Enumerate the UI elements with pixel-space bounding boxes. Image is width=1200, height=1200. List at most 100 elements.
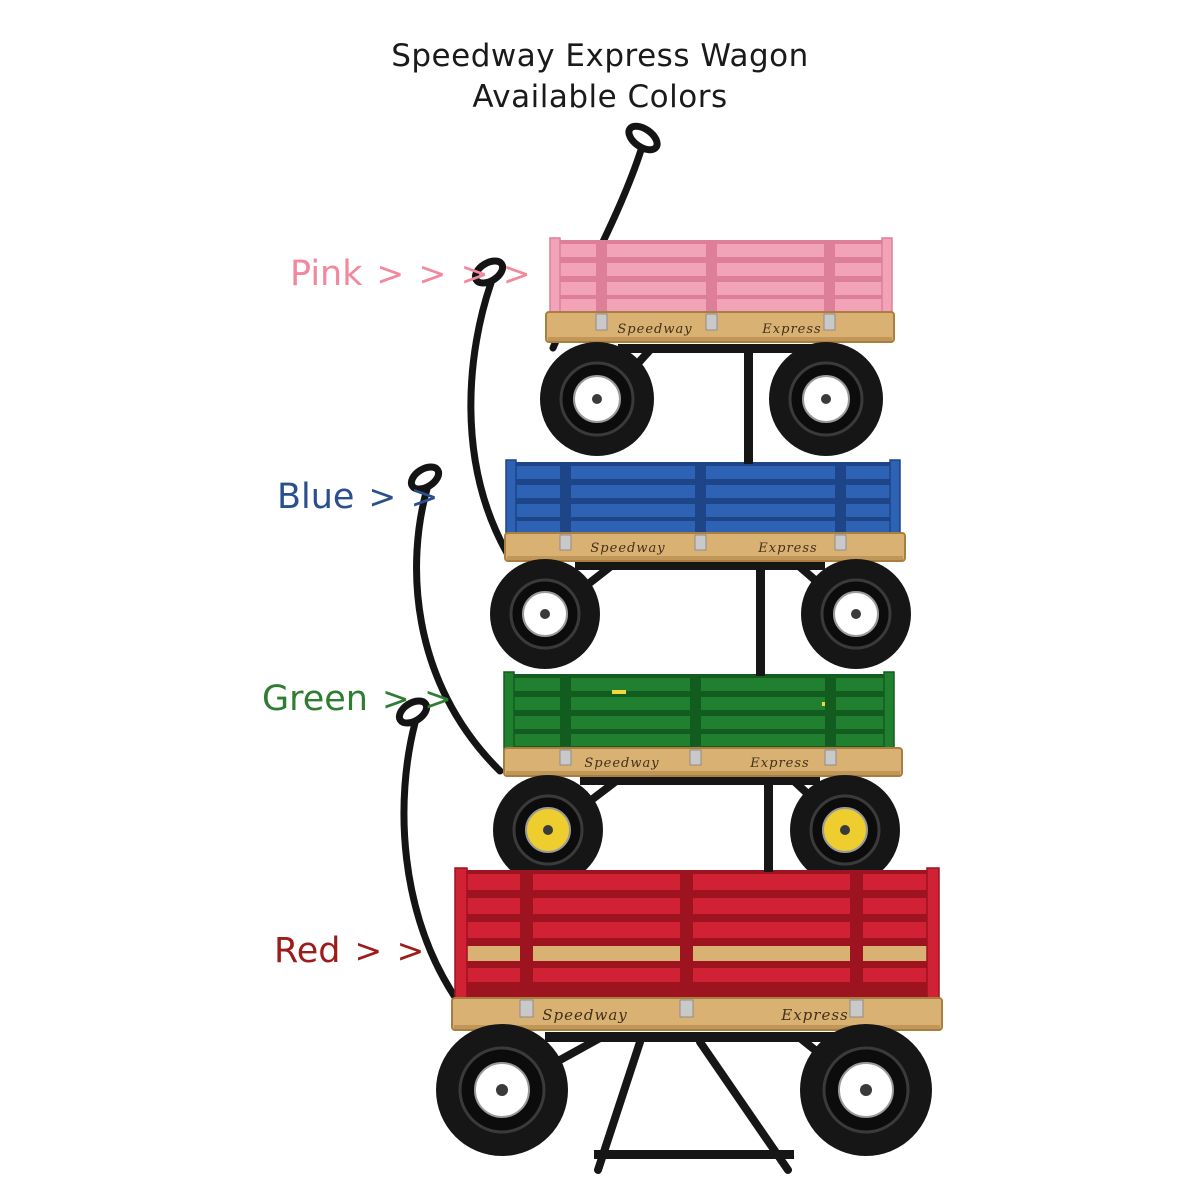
- wagon-pink: Speedway Express: [540, 122, 895, 456]
- metal-bracket: [824, 749, 837, 766]
- handle-loop-icon: [471, 257, 507, 287]
- color-label-pink: Pink > > > >: [290, 254, 533, 294]
- metal-bracket: [689, 749, 702, 766]
- brand-express: Express: [761, 322, 821, 337]
- color-label-red: Red > >: [274, 931, 427, 971]
- brand-express: Express: [749, 756, 809, 771]
- stake-rails: [454, 867, 940, 1003]
- metal-bracket: [834, 534, 847, 551]
- wheel-rear: [769, 342, 883, 456]
- rail-post: [690, 674, 701, 750]
- label-arrows: > >: [368, 477, 441, 516]
- display-rack: [594, 352, 794, 1174]
- rail-end-cap: [926, 867, 940, 1003]
- label-text: Red: [274, 931, 341, 971]
- rail-post: [706, 240, 717, 314]
- rack-post: [764, 782, 773, 872]
- rack-leg: [696, 1038, 792, 1174]
- rail-post: [835, 462, 846, 535]
- color-label-blue: Blue > >: [277, 477, 441, 517]
- rail-post: [824, 240, 835, 314]
- label-arrows: > >: [382, 679, 454, 718]
- wheel-axle: [592, 394, 602, 404]
- wheel-axle: [860, 1084, 872, 1096]
- wheel-axle: [543, 825, 553, 835]
- wheel-axle: [840, 825, 850, 835]
- rail-post: [825, 674, 836, 750]
- wheel-front: [493, 775, 603, 885]
- rail-slat: [552, 282, 890, 295]
- wheel-axle: [496, 1084, 508, 1096]
- brand-express: Express: [757, 541, 817, 556]
- undercarriage: [556, 561, 849, 610]
- label-text: Pink: [290, 254, 363, 294]
- brand-speedway: Speedway: [590, 541, 665, 556]
- wheel-axle: [851, 609, 861, 619]
- rail-slat: [458, 968, 936, 982]
- label-text: Blue: [277, 477, 355, 517]
- rail-end-cap: [503, 671, 515, 751]
- wheel-rear: [790, 775, 900, 885]
- brand-speedway: Speedway: [584, 756, 659, 771]
- label-arrows: > >: [354, 931, 427, 970]
- page-title: Speedway Express Wagon Available Colors: [0, 36, 1200, 118]
- metal-bracket: [849, 999, 864, 1018]
- wagon-red: Speedway Express: [395, 697, 943, 1156]
- label-arrows: > > > >: [376, 254, 533, 293]
- rail-slat: [458, 898, 936, 914]
- handle-loop-icon: [395, 697, 431, 727]
- wagon-blue: Speedway Express: [467, 257, 911, 669]
- wheel-rear: [801, 559, 911, 669]
- wagon-green: Speedway Express: [407, 463, 903, 885]
- rail-wood-slat: [458, 946, 936, 961]
- wheel-axle: [540, 609, 550, 619]
- rail-post: [596, 240, 607, 314]
- rack-post: [744, 352, 753, 464]
- rail-slat: [552, 299, 890, 311]
- rail-post: [560, 674, 571, 750]
- rail-end-cap: [889, 459, 901, 536]
- brand-speedway: Speedway: [617, 322, 692, 337]
- bed-edge: [506, 771, 900, 776]
- page-title-line1: Speedway Express Wagon: [391, 38, 809, 74]
- metal-bracket: [559, 749, 572, 766]
- stake-rails: [503, 671, 895, 751]
- bed-edge: [507, 556, 903, 561]
- bed-edge: [454, 1025, 940, 1030]
- brand-express: Express: [780, 1006, 848, 1024]
- wagon-handle: [467, 279, 511, 557]
- rack-post: [756, 567, 765, 676]
- wagon-handle: [413, 485, 504, 775]
- stake-rails: [505, 459, 901, 536]
- rail-post: [520, 870, 533, 1002]
- metal-bracket: [595, 313, 608, 331]
- metal-bracket: [823, 313, 836, 331]
- wheel-front: [436, 1024, 568, 1156]
- rail-post: [560, 462, 571, 535]
- rail-end-cap: [505, 459, 517, 536]
- handle-loop-icon: [625, 122, 661, 154]
- brand-speedway: Speedway: [542, 1006, 628, 1024]
- wheel-axle: [821, 394, 831, 404]
- bed-edge: [548, 337, 892, 342]
- rail-slat: [458, 922, 936, 938]
- rail-end-cap: [881, 237, 893, 315]
- page-title-line2: Available Colors: [472, 79, 728, 115]
- wheel-front: [540, 342, 654, 456]
- rack-crossbar: [594, 1150, 794, 1159]
- rail-slat: [458, 874, 936, 890]
- wheel-front: [490, 559, 600, 669]
- label-text: Green: [262, 679, 368, 719]
- wheel-rear: [800, 1024, 932, 1156]
- color-label-green: Green > >: [262, 679, 454, 719]
- stake-rails: [549, 237, 893, 315]
- rail-post: [850, 870, 863, 1002]
- wagon-handle: [400, 719, 463, 1007]
- hinge-mark: [612, 690, 626, 694]
- metal-bracket: [679, 999, 694, 1018]
- rail-end-cap: [883, 671, 895, 751]
- metal-bracket: [705, 313, 718, 331]
- handle-loop-icon: [407, 463, 443, 493]
- metal-bracket: [559, 534, 572, 551]
